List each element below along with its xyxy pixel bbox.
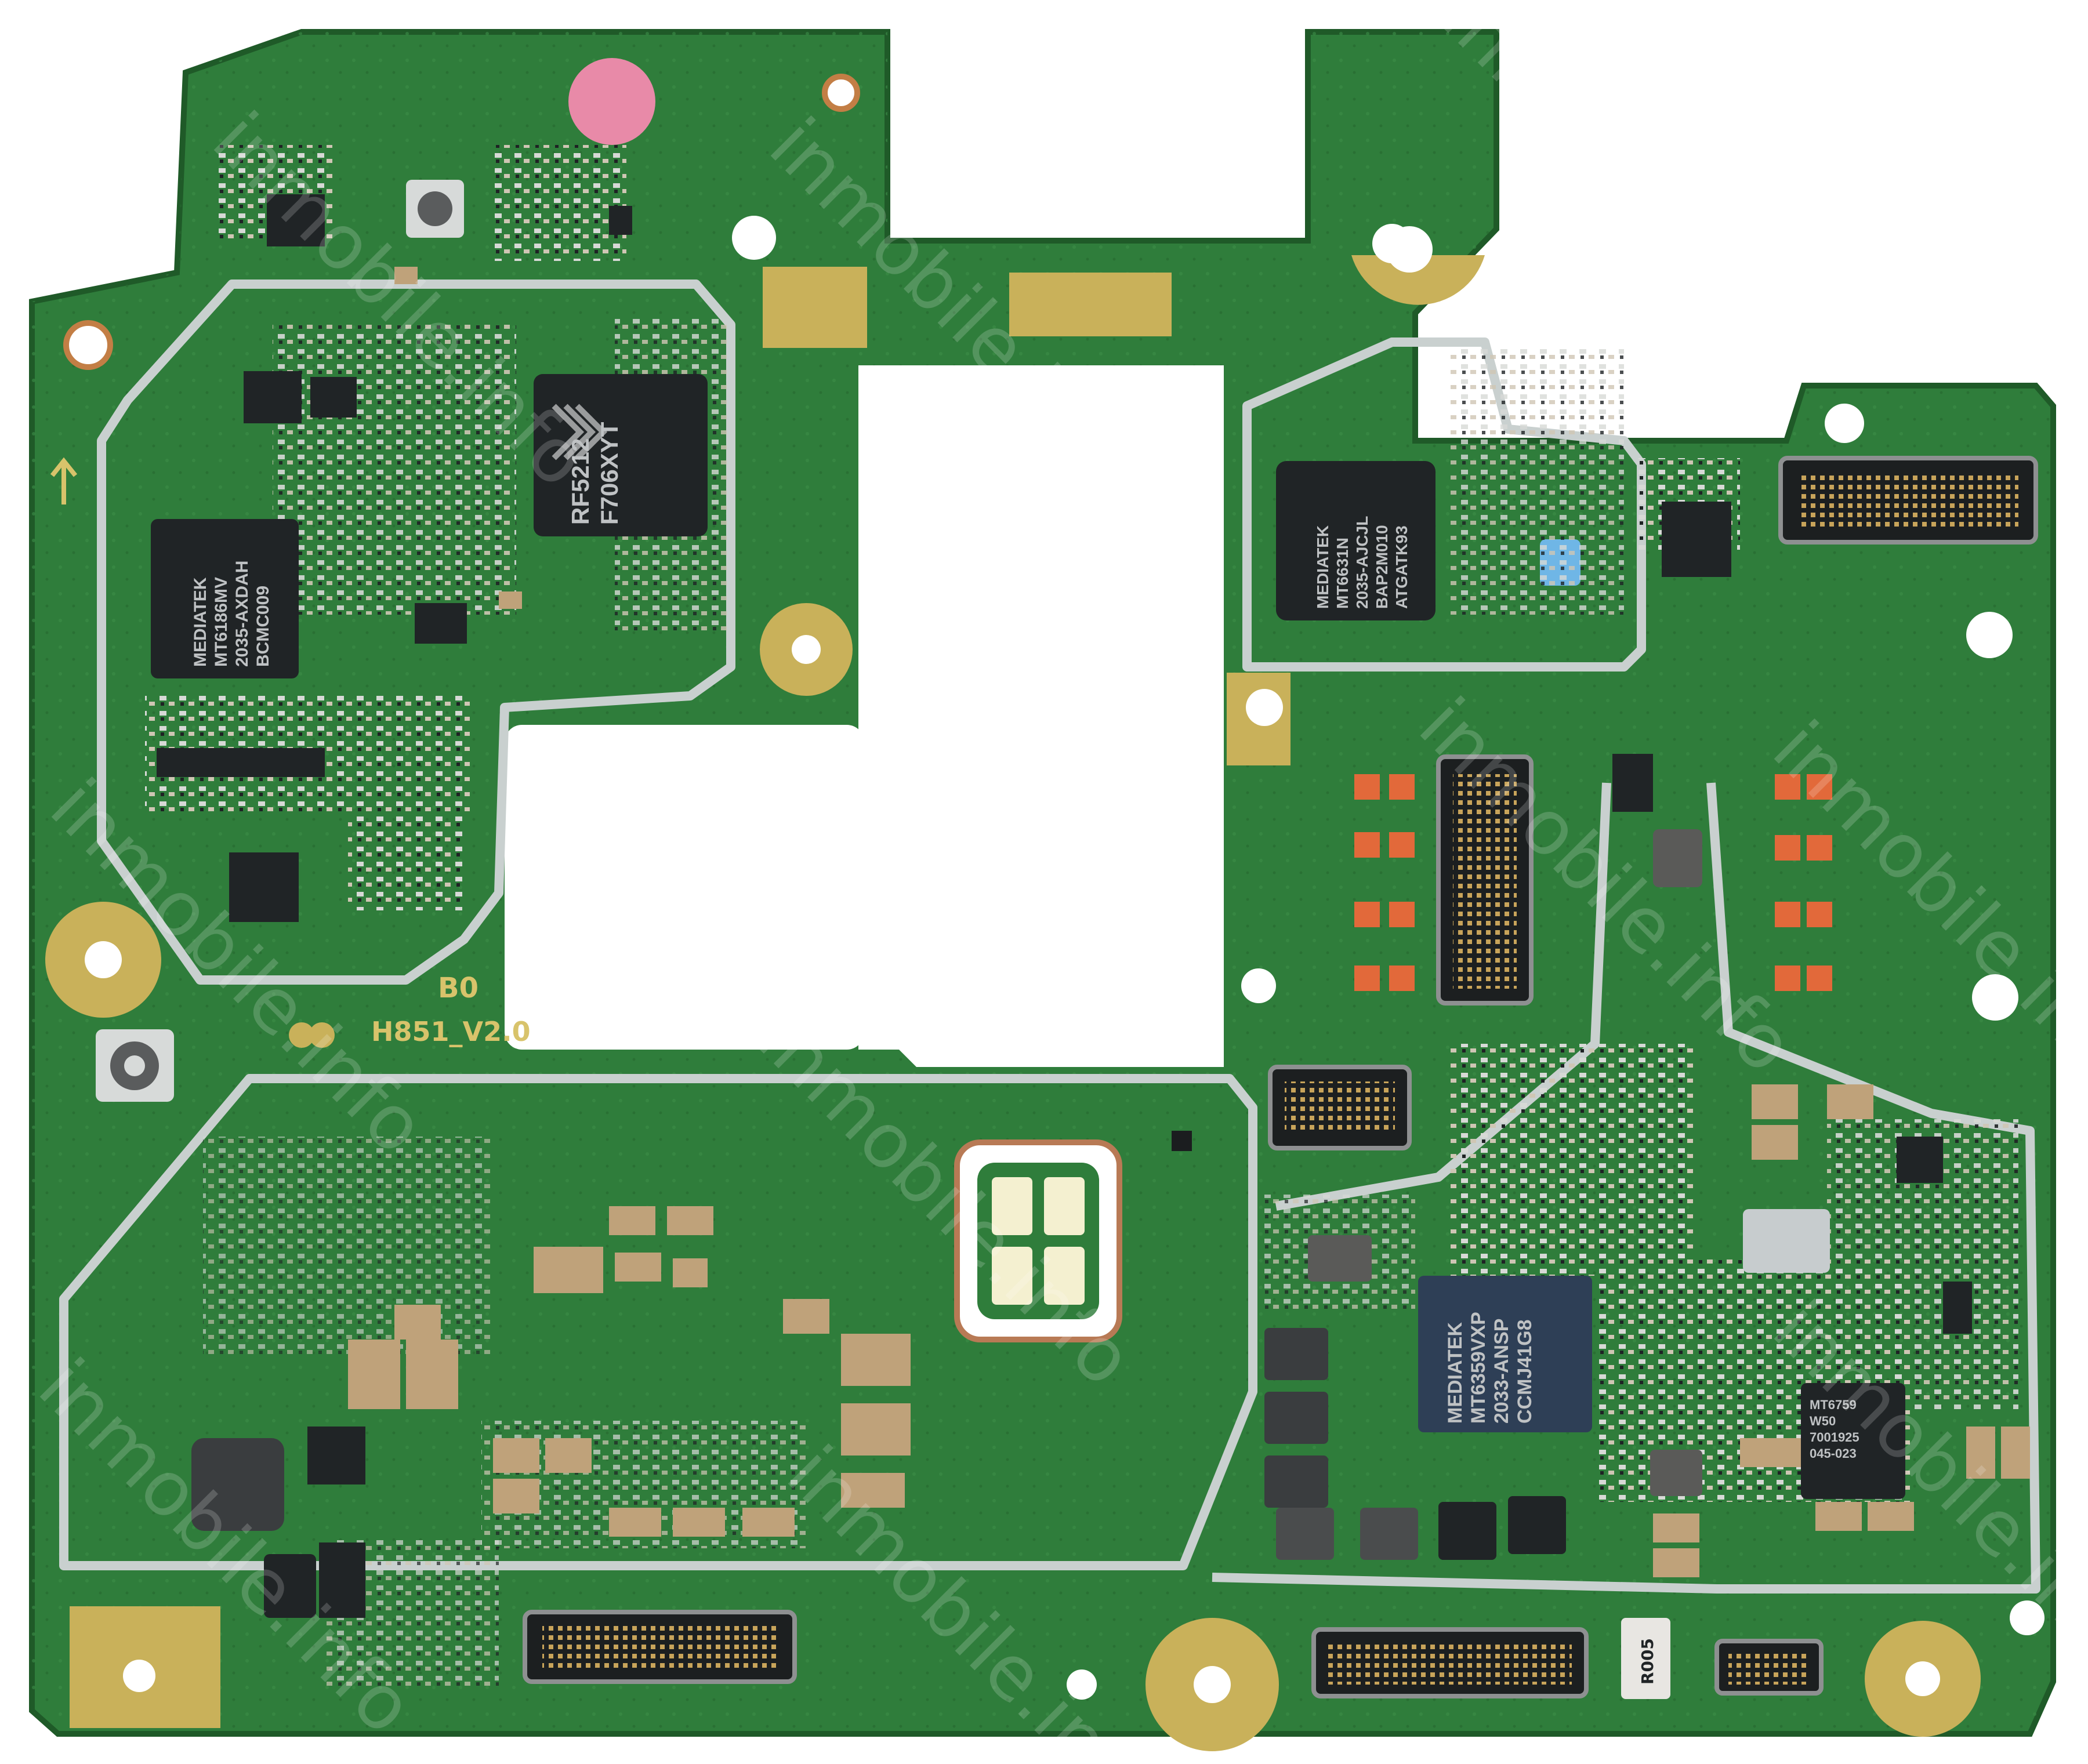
mt6631-line5: ATGATK93 xyxy=(1393,525,1411,609)
connector-bottom-center xyxy=(1311,1627,1589,1698)
mt6359-line2: MT6359VXP xyxy=(1467,1312,1489,1424)
chip-mt6186: MEDIATEK MT6186MV 2035-AXDAH BCMC009 xyxy=(151,519,299,678)
passive-components xyxy=(348,267,2030,1577)
chip-mt6631: MEDIATEK MT6631N 2035-AJCJL BAP2M010 ATG… xyxy=(1276,461,1436,620)
connectors xyxy=(523,456,2038,1698)
mt6186-line1: MEDIATEK xyxy=(191,577,210,667)
led-flash-icon xyxy=(954,1139,1122,1342)
chip-mt6359: MEDIATEK MT6359VXP 2033-ANSP CCMJ41G8 xyxy=(1418,1276,1592,1432)
rf5212-line1: RF5212 xyxy=(567,438,594,525)
svg-text:MT6759 W50 7001925: MT6759 W50 7001925 045-023 xyxy=(1810,1398,1863,1461)
connector-bottom-right xyxy=(1714,1639,1824,1696)
copper-test-pads xyxy=(1354,774,1832,991)
chip-mt6759: MT6759 W50 7001925 045-023 xyxy=(1801,1383,1905,1499)
svg-text:MEDIATEK MT6186MV: MEDIATEK MT6186MV 2035-AXDAH BCMC009 xyxy=(191,556,273,667)
connector-top-right xyxy=(1778,456,2038,545)
crystal-oscillator xyxy=(1743,1209,1830,1273)
mt6631-line3: 2035-AJCJL xyxy=(1353,516,1371,609)
cutout-upper xyxy=(858,365,1224,1067)
mt6759-line3: 7001925 xyxy=(1810,1430,1859,1444)
mt6186-line4: BCMC009 xyxy=(253,586,273,667)
gold-pad-top-right xyxy=(1351,255,1485,305)
svg-text:MEDIATEK MT6631N 2: MEDIATEK MT6631N 2035-AJCJL BAP2M010 ATG… xyxy=(1314,511,1411,609)
rf5212-line2: F706XYT xyxy=(596,422,623,525)
pink-label-dot xyxy=(568,58,655,145)
connector-mid xyxy=(1268,1065,1412,1150)
mt6631-line1: MEDIATEK xyxy=(1314,525,1332,609)
board-model-label: H851_V2.0 xyxy=(371,1016,531,1047)
connector-bottom-left xyxy=(523,1610,797,1684)
coax-connector-icon xyxy=(96,180,464,1102)
shield-frame-right-top xyxy=(1242,337,1646,672)
svg-text:MEDIATEK MT6359VXP: MEDIATEK MT6359VXP 2033-ANSP CCMJ41G8 xyxy=(1444,1306,1536,1424)
connector-center xyxy=(1436,754,1534,1006)
cutout-lower xyxy=(505,725,864,1050)
shield-frame-left-bottom xyxy=(59,1074,1257,1570)
r005-label: R005 xyxy=(1638,1638,1657,1685)
mounting-holes xyxy=(45,74,2044,1751)
chip-r005: R005 xyxy=(1621,1618,1670,1699)
mt6631-line4: BAP2M010 xyxy=(1373,525,1391,609)
mt6359-line3: 2033-ANSP xyxy=(1491,1319,1513,1424)
gold-pad-top-1 xyxy=(763,267,867,348)
up-arrow-icon xyxy=(50,457,78,504)
mt6631-line2: MT6631N xyxy=(1333,538,1351,609)
mt6186-line3: 2035-AXDAH xyxy=(233,561,252,667)
board-revision-label: B0 xyxy=(438,972,478,1004)
svg-text:RF5212 F706XYT: RF5212 F706XYT xyxy=(567,422,623,525)
mt6759-line4: 045-023 xyxy=(1810,1446,1857,1461)
mt6759-line2: W50 xyxy=(1810,1414,1836,1428)
gold-pad-top-2 xyxy=(1009,273,1172,336)
mt6186-line2: MT6186MV xyxy=(212,577,231,667)
mt6359-line4: CCMJ41G8 xyxy=(1514,1319,1536,1424)
small-ics xyxy=(157,194,1972,1618)
chip-rf5212: RF5212 F706XYT xyxy=(534,374,708,536)
board-cutouts xyxy=(505,365,1224,1067)
mt6359-line1: MEDIATEK xyxy=(1444,1322,1466,1424)
mt6759-line1: MT6759 xyxy=(1810,1398,1857,1412)
